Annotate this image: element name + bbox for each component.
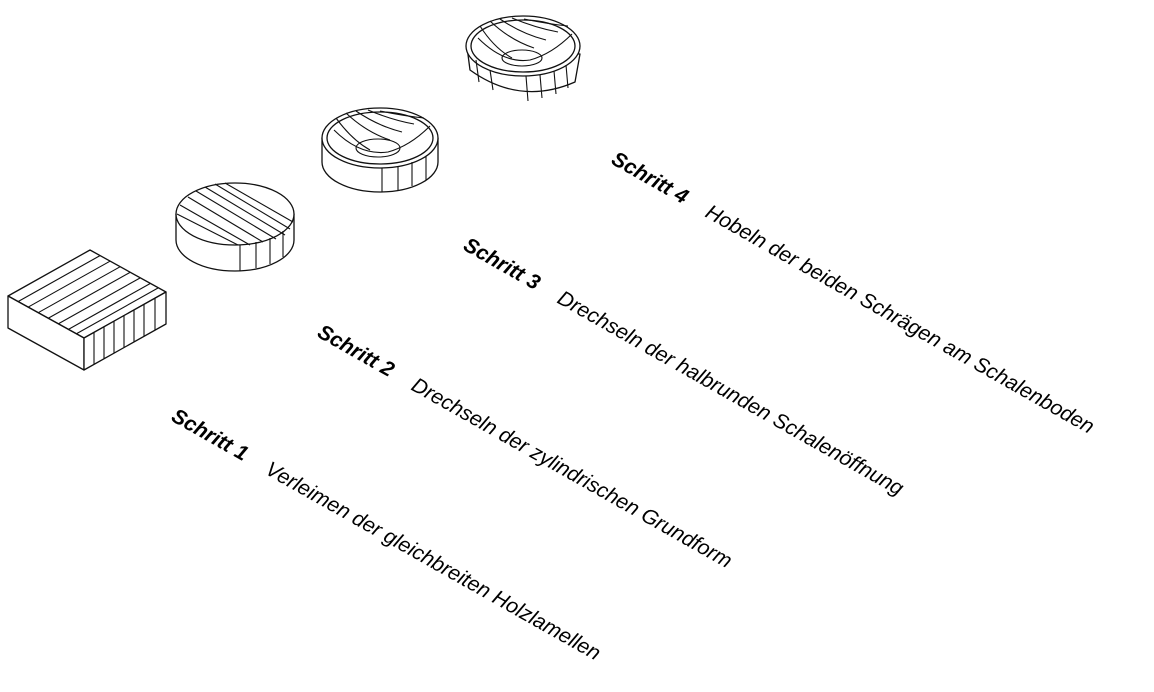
step-4-label: Schritt 4 [608, 147, 693, 209]
step-3-description: Drechseln der halbrunden Schalenöffnung [554, 287, 908, 501]
glued-block-figure [7, 249, 167, 371]
step-2-label: Schritt 2 [314, 320, 399, 382]
bowl-opening-figure [321, 107, 439, 193]
step-3-label: Schritt 3 [460, 233, 545, 295]
bowl-final-figure [465, 15, 581, 102]
step-1-description: Verleimen der gleichbreiten Holzlamellen [262, 458, 605, 666]
step-1-label: Schritt 1 [168, 404, 252, 465]
cylinder-figure [175, 182, 295, 272]
step-4-caption: Schritt 4 Hobeln der beiden Schrägen am … [608, 147, 1098, 438]
step-2-description: Drechseln der zylindrischen Grundform [408, 374, 736, 573]
